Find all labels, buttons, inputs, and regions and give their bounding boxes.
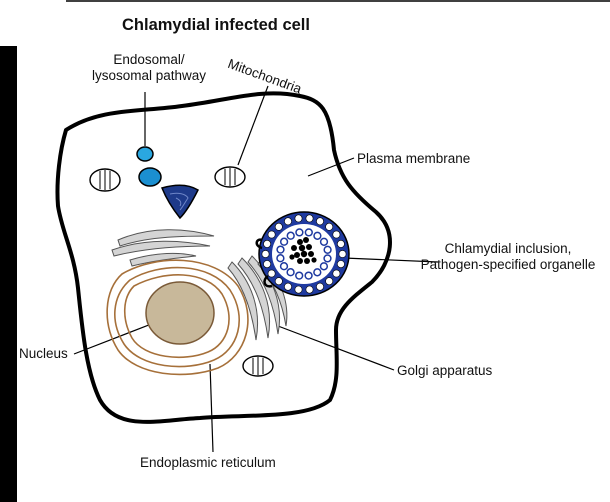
inclusion-inner-dot <box>323 254 332 263</box>
leader-plasma-membrane <box>307 157 355 177</box>
inclusion-inner-dot <box>279 237 289 246</box>
inclusion-bottom-bump <box>263 274 273 288</box>
inclusion-outer-dot <box>284 217 292 226</box>
label-inclusion-line2: Pathogen-specified organelle <box>420 257 596 272</box>
label-golgi-apparatus: Golgi apparatus <box>397 363 493 378</box>
inclusion-inner-dot <box>304 228 313 237</box>
inclusion-outer-dot <box>305 285 314 294</box>
mitochondrion-left <box>89 168 121 192</box>
inclusion-inner-dot <box>286 268 295 277</box>
inclusion-outer-dot <box>305 214 314 223</box>
label-nucleus: Nucleus <box>19 346 68 361</box>
diagram-title: Chlamydial infected cell <box>122 16 310 34</box>
inclusion-outer-dot <box>338 250 347 258</box>
inclusion-left-bump <box>255 238 263 250</box>
inclusion-inner-dot <box>276 254 285 263</box>
inclusion-outer-dot <box>274 277 283 286</box>
endosome-large <box>138 167 162 187</box>
inclusion-outer-dot <box>284 282 292 291</box>
nucleus <box>145 281 215 345</box>
inclusion-inner-dot <box>304 271 313 280</box>
inclusion-inner-dot <box>295 228 304 237</box>
inclusion-inner-dot <box>319 262 329 271</box>
inclusion-inner-dot <box>295 271 304 280</box>
inclusion-outer-dot <box>336 239 345 248</box>
inclusion-inner-dot <box>279 262 289 271</box>
inclusion-outer-dot <box>267 269 276 278</box>
inclusion-inner-dot <box>323 245 332 254</box>
inclusion-outer-dot <box>325 222 334 231</box>
inclusion-outer-dot <box>274 222 283 231</box>
label-chlamydial-inclusion: Chlamydial inclusion, Pathogen-specified… <box>410 241 606 273</box>
label-endosomal-lysosomal: Endosomal/ lysosomal pathway <box>74 52 224 84</box>
mitochondrion-top-right <box>214 166 246 188</box>
label-endoplasmic-reticulum: Endoplasmic reticulum <box>140 455 276 470</box>
label-endosomal-line1: Endosomal/ <box>113 52 185 67</box>
lysosome-texture <box>169 192 189 211</box>
inclusion-outer-dot <box>332 230 341 239</box>
inclusion-inner-dot <box>313 231 322 240</box>
inclusion-outer-dot <box>316 282 324 291</box>
inclusion-outer-dot <box>294 214 303 223</box>
label-endosomal-line2: lysosomal pathway <box>91 68 207 83</box>
inclusion-outer-dot <box>316 217 324 226</box>
label-inclusion-line1: Chlamydial inclusion, <box>444 241 572 256</box>
inclusion-outer-dot <box>336 260 345 268</box>
inclusion-core-particles <box>289 237 317 264</box>
chlamydial-inclusion <box>255 211 350 297</box>
inclusion-outer-dot <box>263 260 271 268</box>
inclusion-outer-dot <box>325 277 334 286</box>
inclusion-outer-dot <box>261 250 270 258</box>
mitochondrion-bottom <box>242 355 274 377</box>
inclusion-outer-dot <box>263 239 271 248</box>
inclusion-outer-dot <box>332 269 341 278</box>
plasma-membrane <box>55 91 392 424</box>
leader-er <box>209 363 214 453</box>
endoplasmic-reticulum <box>106 259 249 376</box>
inclusion-inner-dot <box>319 237 329 246</box>
leader-golgi <box>277 325 395 371</box>
label-plasma-membrane: Plasma membrane <box>357 151 471 166</box>
golgi-upper <box>111 229 215 267</box>
inclusion-inner-dot <box>313 268 322 277</box>
inclusion-inner-dot <box>286 231 295 240</box>
inclusion-outer-dot <box>294 285 303 294</box>
leader-inclusion <box>343 257 439 263</box>
endosome-small <box>136 146 154 162</box>
leader-mitochondria <box>237 85 269 166</box>
inclusion-inner-dot <box>276 245 285 254</box>
left-black-bar <box>0 46 17 502</box>
inclusion-outer-dot <box>267 230 276 239</box>
